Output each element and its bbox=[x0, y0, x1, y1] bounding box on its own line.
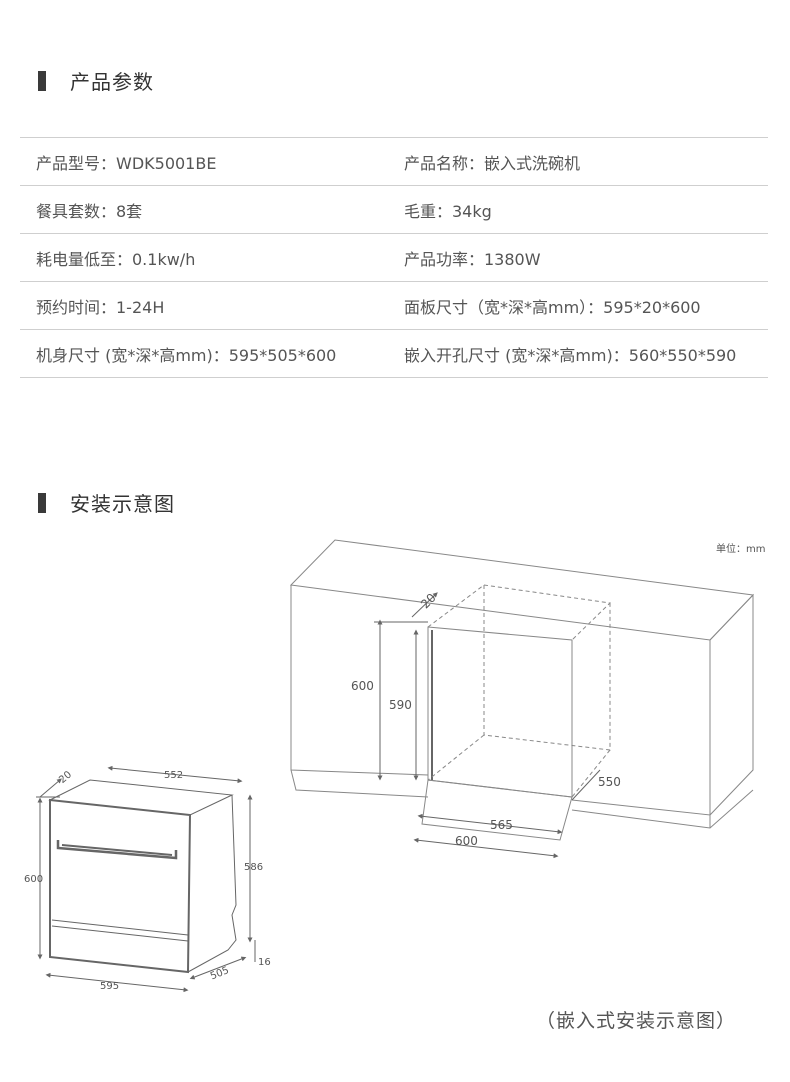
install-heading: 安装示意图 bbox=[38, 488, 175, 517]
spec-panel-size: 面板尺寸（宽*深*高mm）：595*20*600 bbox=[404, 297, 701, 317]
dishwasher-dim-505: 505 bbox=[209, 965, 231, 982]
cabinet-dim-600: 600 bbox=[351, 679, 374, 693]
spec-gross-weight: 毛重：34kg bbox=[404, 201, 492, 221]
dishwasher-dim-16: 16 bbox=[258, 957, 271, 968]
cutout-opening bbox=[427, 626, 573, 798]
cabinet-front-right bbox=[571, 640, 711, 816]
cabinet-dim-600b: 600 bbox=[455, 834, 478, 848]
dishwasher-door bbox=[49, 798, 192, 974]
spec-model: 产品型号：WDK5001BE bbox=[36, 153, 217, 173]
dishwasher-side bbox=[187, 794, 237, 973]
heading-marker bbox=[38, 492, 46, 513]
cabinet-drawing bbox=[289, 539, 755, 841]
unit-label: 单位：mm bbox=[716, 544, 766, 555]
door-divider bbox=[51, 919, 189, 936]
spec-power: 产品功率：1380W bbox=[404, 249, 541, 269]
params-title: 产品参数 bbox=[70, 70, 154, 94]
cabinet-dim-550: 550 bbox=[598, 775, 621, 789]
spec-name: 产品名称：嵌入式洗碗机 bbox=[404, 153, 581, 173]
spec-schedule: 预约时间：1-24H bbox=[36, 297, 165, 317]
dishwasher-dim-586: 586 bbox=[244, 862, 263, 873]
install-title: 安装示意图 bbox=[70, 492, 175, 516]
spec-row: 耗电量低至：0.1kw/h 产品功率：1380W bbox=[20, 234, 768, 282]
spec-table: 产品型号：WDK5001BE 产品名称：嵌入式洗碗机 餐具套数：8套 毛重：34… bbox=[20, 137, 768, 378]
params-heading: 产品参数 bbox=[38, 66, 154, 95]
dishwasher-dim-20: 20 bbox=[57, 769, 74, 786]
cabinet-plinth-left bbox=[290, 769, 429, 798]
spec-row: 餐具套数：8套 毛重：34kg bbox=[20, 186, 768, 234]
cabinet-plinth-right bbox=[571, 789, 754, 829]
spec-row: 产品型号：WDK5001BE 产品名称：嵌入式洗碗机 bbox=[20, 138, 768, 186]
spec-row: 机身尺寸 (宽*深*高mm)：595*505*600 嵌入开孔尺寸 (宽*深*高… bbox=[20, 330, 768, 378]
heading-marker bbox=[38, 70, 46, 91]
door-handle bbox=[56, 840, 178, 860]
cabinet-dim-565: 565 bbox=[490, 818, 513, 832]
spec-row: 预约时间：1-24H 面板尺寸（宽*深*高mm）：595*20*600 bbox=[20, 282, 768, 330]
spec-place-settings: 餐具套数：8套 bbox=[36, 201, 143, 221]
dishwasher-dim-600: 600 bbox=[24, 874, 43, 885]
dishwasher-dim-595: 595 bbox=[100, 981, 119, 992]
dishwasher-drawing bbox=[48, 779, 237, 974]
spec-power-consumption: 耗电量低至：0.1kw/h bbox=[36, 249, 196, 269]
dishwasher-dim-552: 552 bbox=[164, 770, 183, 781]
spec-cutout-size: 嵌入开孔尺寸 (宽*深*高mm)：560*550*590 bbox=[404, 345, 737, 365]
diagram-caption: （嵌入式安装示意图） bbox=[536, 1010, 737, 1032]
cutout-floor bbox=[421, 779, 573, 841]
cabinet-side bbox=[709, 593, 754, 816]
cabinet-dim-590: 590 bbox=[389, 698, 412, 712]
spec-body-size: 机身尺寸 (宽*深*高mm)：595*505*600 bbox=[36, 345, 337, 365]
